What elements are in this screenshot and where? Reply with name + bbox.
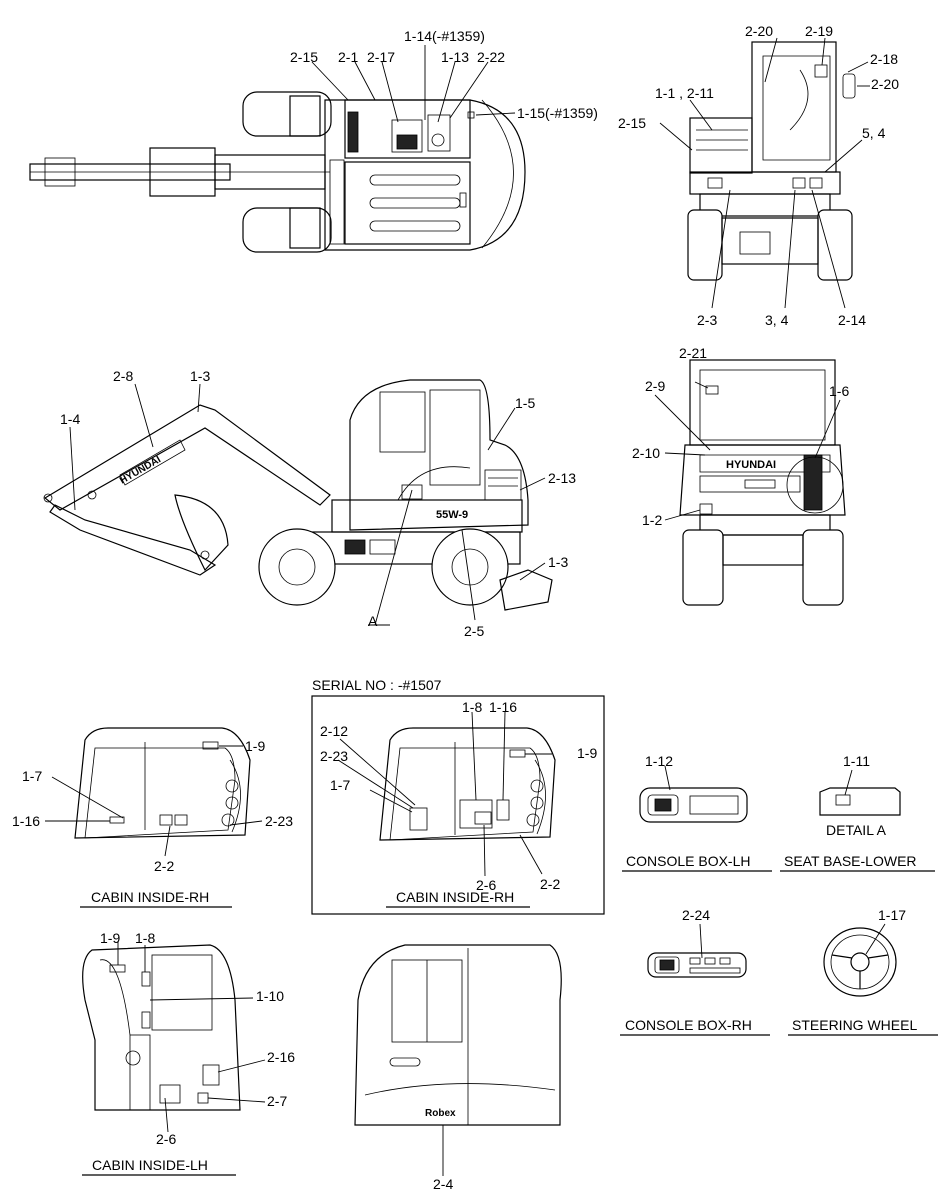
callout-1-1-2-11: 1-1 , 2-11 — [655, 85, 714, 101]
callout-2-10: 2-10 — [632, 445, 660, 461]
caption-detail-a: DETAIL A — [826, 822, 887, 838]
console-box-lh-view — [639, 765, 748, 823]
callout-2-20: 2-20 — [871, 76, 899, 92]
callout-2-8: 2-8 — [113, 368, 133, 384]
callout-1-3: 1-3 — [190, 368, 210, 384]
callout-1-14: 1-14(-#1359) — [404, 28, 485, 44]
boom-brand-text: HYUNDAI — [118, 454, 163, 486]
callout-2-18: 2-18 — [870, 51, 898, 67]
rear-view-callouts: 2-20 2-19 2-18 2-20 1-1 , 2-11 2-15 5, 4… — [618, 23, 899, 328]
callout-1-10: 1-10 — [256, 988, 284, 1004]
callout-1-16: 1-16 — [489, 699, 517, 715]
callout-2-16: 2-16 — [267, 1049, 295, 1065]
callout-1-15: 1-15(-#1359) — [517, 105, 598, 121]
callout-1-8: 1-8 — [135, 930, 155, 946]
caption-steering-wheel: STEERING WHEEL — [792, 1017, 917, 1033]
caption-cabin-inside-rh: CABIN INSIDE-RH — [91, 889, 209, 905]
callout-1-5: 1-5 — [515, 395, 535, 411]
callout-3-4: 3, 4 — [765, 312, 789, 328]
callout-2-3: 2-3 — [697, 312, 717, 328]
callout-1-4: 1-4 — [60, 411, 80, 427]
callout-2-17: 2-17 — [367, 49, 395, 65]
side-view: HYUNDAI 55W-9 — [43, 379, 553, 626]
callout-2-4: 2-4 — [433, 1176, 453, 1192]
callout-2-19: 2-19 — [805, 23, 833, 39]
callout-1-9: 1-9 — [245, 738, 265, 754]
cabin-door-view: Robex — [354, 944, 562, 1176]
door-badge: Robex — [425, 1108, 456, 1119]
callout-A: A — [368, 613, 378, 629]
model-badge: 55W-9 — [436, 509, 468, 521]
callout-1-11: 1-11 — [843, 753, 870, 769]
serial-no-frame — [311, 695, 605, 915]
caption-cabin-inside-lh: CABIN INSIDE-LH — [92, 1157, 208, 1173]
cabin-inside-lh-callouts: 1-9 1-8 1-10 2-16 2-7 2-6 — [100, 930, 295, 1147]
callout-1-12: 1-12 — [645, 753, 673, 769]
callout-2-2: 2-2 — [154, 858, 174, 874]
callout-1-3: 1-3 — [548, 554, 568, 570]
callout-2-15: 2-15 — [618, 115, 646, 131]
callout-1-6: 1-6 — [829, 383, 849, 399]
rear-view — [659, 37, 870, 309]
rear-brand-text: HYUNDAI — [726, 459, 776, 471]
caption-console-box-rh: CONSOLE BOX-RH — [625, 1017, 752, 1033]
callout-1-7: 1-7 — [330, 777, 350, 793]
callout-1-7: 1-7 — [22, 768, 42, 784]
callout-2-22: 2-22 — [477, 49, 505, 65]
side-view-callouts: 2-8 1-3 1-4 1-5 2-13 1-3 A 2-5 — [60, 368, 576, 639]
seat-base-lower-view — [819, 769, 901, 816]
top-view-callouts: 2-15 2-1 2-17 1-14(-#1359) 1-13 2-22 1-1… — [290, 28, 598, 121]
cabin-inside-lh-view — [82, 942, 266, 1133]
callout-1-8: 1-8 — [462, 699, 482, 715]
cabin-inside-rh-view — [45, 727, 263, 857]
callout-2-24: 2-24 — [682, 907, 710, 923]
steering-wheel-view — [823, 923, 897, 997]
callout-2-1: 2-1 — [338, 49, 358, 65]
back-view: HYUNDAI — [654, 359, 846, 606]
callout-2-23: 2-23 — [265, 813, 293, 829]
callout-2-2: 2-2 — [540, 876, 560, 892]
callout-2-6: 2-6 — [156, 1131, 176, 1147]
back-view-callouts: 2-21 2-9 1-6 2-10 1-2 — [632, 345, 849, 528]
callout-5-4: 5, 4 — [862, 125, 886, 141]
serial-no-label: SERIAL NO : -#1507 — [312, 677, 442, 693]
callout-2-20: 2-20 — [745, 23, 773, 39]
cabin-inside-rh-serial-view — [337, 711, 556, 877]
cabin-inside-rh-callouts: 1-9 1-7 1-16 2-23 2-2 — [12, 738, 293, 874]
callout-2-12: 2-12 — [320, 723, 348, 739]
callout-1-13: 1-13 — [441, 49, 469, 65]
top-view — [29, 45, 526, 253]
callout-2-14: 2-14 — [838, 312, 866, 328]
callout-2-5: 2-5 — [464, 623, 484, 639]
callout-1-9: 1-9 — [100, 930, 120, 946]
callout-2-15: 2-15 — [290, 49, 318, 65]
callout-1-2: 1-2 — [642, 512, 662, 528]
callout-2-13: 2-13 — [548, 470, 576, 486]
cabin-inside-rh-serial-callouts: 1-8 1-16 2-12 2-23 1-9 1-7 2-6 2-2 — [320, 699, 597, 893]
callout-2-7: 2-7 — [267, 1093, 287, 1109]
caption-console-box-lh: CONSOLE BOX-LH — [626, 853, 750, 869]
callout-2-6: 2-6 — [476, 877, 496, 893]
callout-1-16: 1-16 — [12, 813, 40, 829]
console-box-rh-view — [647, 923, 747, 978]
callout-2-9: 2-9 — [645, 378, 665, 394]
callout-1-9: 1-9 — [577, 745, 597, 761]
callout-2-23: 2-23 — [320, 748, 348, 764]
caption-seat-base-lower: SEAT BASE-LOWER — [784, 853, 917, 869]
caption-cabin-inside-rh-serial: CABIN INSIDE-RH — [396, 889, 514, 905]
callout-1-17: 1-17 — [878, 907, 906, 923]
callout-2-21: 2-21 — [679, 345, 707, 361]
